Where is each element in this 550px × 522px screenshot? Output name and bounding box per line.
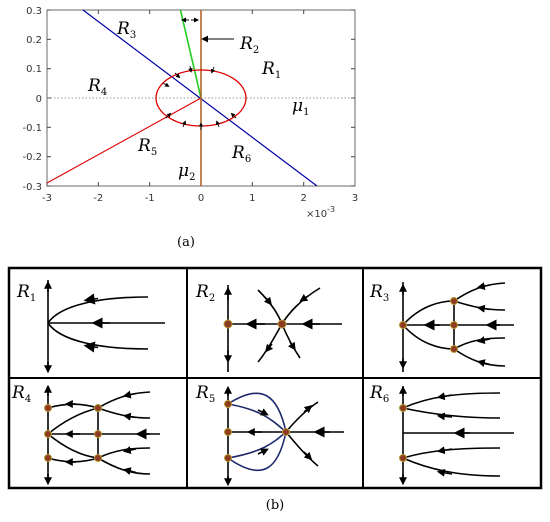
equilibrium-point — [277, 319, 287, 329]
homoclinic-loop-lower — [225, 429, 288, 472]
equilibrium-point — [450, 345, 458, 353]
x-tick-label: 0 — [198, 193, 204, 204]
equilibrium-point — [399, 321, 407, 329]
region-label-r3: R3 — [116, 19, 136, 41]
panel-r6: R6 — [369, 383, 514, 486]
x-tick-label: -3 — [42, 193, 52, 204]
y-tick-label: -0.3 — [22, 182, 42, 193]
equilibrium-point — [224, 428, 232, 436]
y-tick-label: 0.2 — [26, 35, 42, 46]
green-bifurcation-line — [179, 10, 202, 99]
panel-r2: R2 — [195, 282, 342, 372]
y-ticks: 0.3 0.2 0.1 0 -0.1 -0.2 -0.3 — [22, 6, 355, 193]
panel-label-r1: R1 — [16, 282, 36, 304]
panel-label-r3: R3 — [369, 282, 389, 304]
equilibrium-point — [44, 430, 52, 438]
red-bifurcation-line — [47, 97, 202, 184]
parameter-plane-plot: 0.3 0.2 0.1 0 -0.1 -0.2 -0.3 -3 -2 -1 0 … — [22, 6, 358, 250]
equilibrium-point — [44, 454, 52, 462]
r2-pointer — [181, 17, 234, 43]
axis-label-mu1: μ1 — [292, 96, 309, 118]
panel-r3: R3 — [369, 282, 514, 372]
region-label-r4: R4 — [87, 76, 107, 98]
y-tick-label: 0.1 — [26, 64, 42, 75]
x-tick-label: -1 — [145, 193, 155, 204]
equilibrium-point — [224, 454, 232, 462]
x-tick-label: 3 — [352, 193, 358, 204]
y-tick-label: 0 — [36, 94, 42, 105]
region-label-r2: R2 — [239, 34, 259, 56]
region-label-r5: R5 — [137, 136, 157, 158]
homoclinic-loop-upper — [225, 392, 288, 435]
loop-arrows — [162, 65, 237, 130]
x-ticks: -3 -2 -1 0 1 2 3 ×10-3 — [42, 10, 358, 220]
caption-b: (b) — [266, 498, 284, 513]
equilibrium-point — [224, 400, 232, 408]
y-tick-label: 0.3 — [26, 6, 42, 17]
panel-label-r5: R5 — [195, 383, 215, 405]
equilibrium-point — [94, 454, 102, 462]
region-label-r1: R1 — [261, 59, 281, 81]
caption-a: (a) — [177, 235, 195, 250]
x-scale-factor: ×10-3 — [306, 205, 335, 220]
x-tick-label: 2 — [301, 193, 307, 204]
x-tick-label: 1 — [249, 193, 255, 204]
x-tick-label: -2 — [93, 193, 103, 204]
panel-label-r2: R2 — [195, 282, 215, 304]
equilibrium-point — [399, 454, 407, 462]
panel-r1: R1 — [16, 280, 165, 374]
equilibrium-point — [94, 404, 102, 412]
region-label-r6: R6 — [231, 143, 251, 165]
panel-label-r4: R4 — [11, 383, 31, 405]
y-tick-label: -0.2 — [22, 152, 42, 163]
phase-portraits-grid: R1 R2 — [7, 266, 543, 513]
panel-label-r6: R6 — [369, 383, 389, 405]
equilibrium-point — [223, 319, 233, 329]
equilibrium-point — [450, 321, 458, 329]
axis-label-mu2: μ2 — [178, 161, 195, 183]
panel-r5: R5 — [195, 383, 344, 487]
equilibrium-point — [44, 404, 52, 412]
y-tick-label: -0.1 — [22, 123, 42, 134]
equilibrium-point — [399, 404, 407, 412]
equilibrium-point — [94, 430, 102, 438]
panel-r4: R4 — [11, 383, 160, 486]
equilibrium-point — [282, 428, 290, 436]
bifurcation-curves — [47, 10, 355, 186]
equilibrium-point — [450, 297, 458, 305]
